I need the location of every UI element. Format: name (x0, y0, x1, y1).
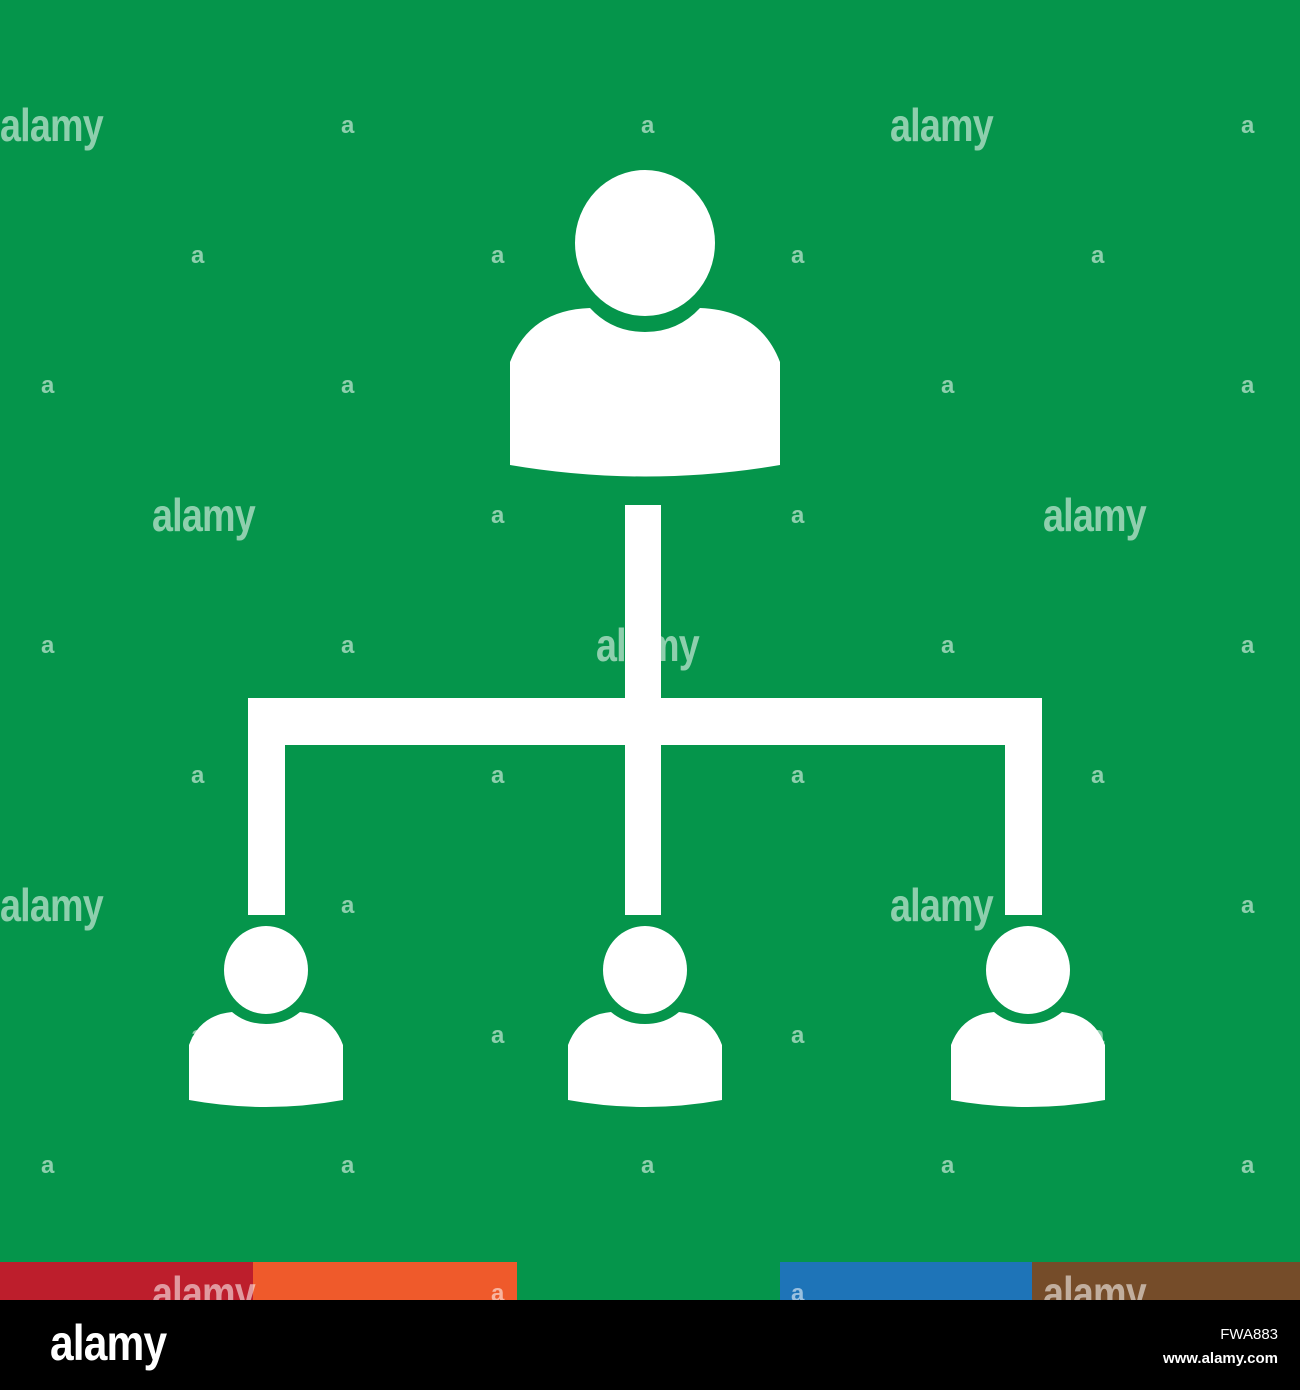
stripe-brown (1032, 1262, 1300, 1300)
green-background (0, 0, 1300, 1262)
stripe-orange (253, 1262, 517, 1300)
stripe-green (517, 1262, 780, 1300)
right-drop (1005, 698, 1042, 915)
left-child-person-icon (189, 926, 343, 1107)
stripe-blue (780, 1262, 1032, 1300)
left-drop (248, 698, 285, 915)
middle-child-person-icon (568, 926, 722, 1107)
org-chart-icon (189, 170, 1105, 1107)
connector-lines (248, 505, 1042, 915)
color-stripes (0, 1262, 1300, 1300)
horizontal-bar (248, 698, 1042, 745)
top-person-icon (510, 170, 780, 477)
stripe-red (0, 1262, 253, 1300)
alamy-footer-bar: alamy FWA883 www.alamy.com (0, 1300, 1300, 1390)
image-id-label: FWA883 (1220, 1326, 1278, 1343)
alamy-url-link[interactable]: www.alamy.com (1162, 1350, 1278, 1367)
right-child-person-icon (951, 926, 1105, 1107)
alamy-logo[interactable]: alamy (50, 1315, 167, 1371)
